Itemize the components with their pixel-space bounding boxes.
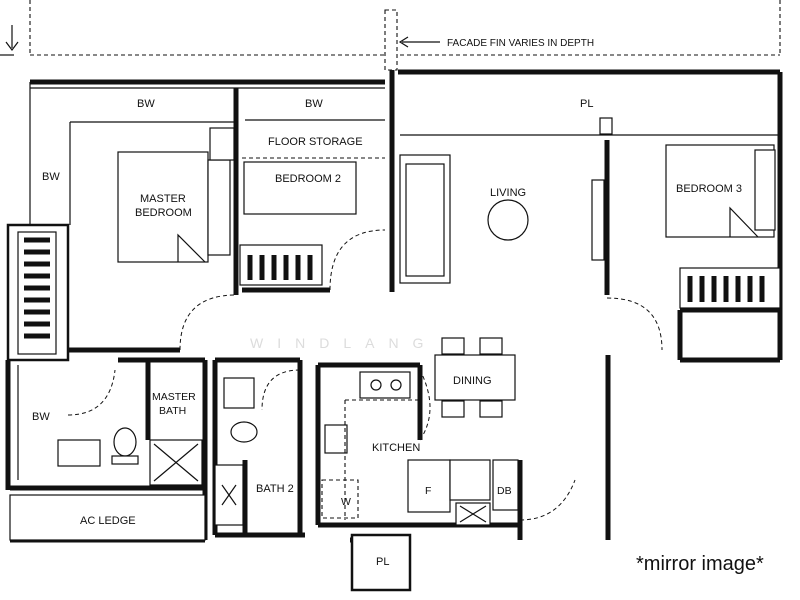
label-master-bedroom-1: MASTER xyxy=(140,193,186,205)
bedroom-2-bed xyxy=(243,161,357,215)
top-planter-strip xyxy=(30,69,780,136)
dining-chair-3 xyxy=(441,400,465,418)
bedroom-3-bed-side xyxy=(754,149,776,231)
bedroom-2-walls xyxy=(242,157,385,293)
master-bath-door-swing xyxy=(67,369,116,416)
master-bath-shower-drain xyxy=(153,443,199,482)
footnote-mirror-image: *mirror image* xyxy=(636,553,764,575)
bath-2-door-swing xyxy=(261,369,301,411)
facade-outline xyxy=(29,0,781,71)
top-left-arrow xyxy=(0,25,19,56)
tv-console xyxy=(591,179,605,261)
label-bw-top-left: BW xyxy=(137,98,155,110)
ac-ledge-box xyxy=(9,494,206,541)
master-bedroom-walls xyxy=(68,88,239,353)
bedroom-3-wardrobe xyxy=(679,267,781,309)
dining-table xyxy=(434,354,516,401)
db-box xyxy=(492,459,519,511)
kitchen-cabinet xyxy=(449,459,491,501)
bedroom-3-walls xyxy=(604,72,783,360)
column-marker xyxy=(599,117,613,135)
living-sofa-seat xyxy=(405,163,445,277)
label-master-bath-1: MASTER xyxy=(152,391,196,403)
label-bw-left: BW xyxy=(42,171,60,183)
bath-2-shower-drain xyxy=(221,484,237,506)
label-bedroom-3: BEDROOM 3 xyxy=(676,183,742,195)
master-wardrobe xyxy=(209,127,235,161)
kitchen-fridge xyxy=(407,459,451,513)
bedroom-3-wardrobe-hangers xyxy=(687,276,765,302)
lower-right-walls xyxy=(605,310,780,540)
label-master-bedroom-2: BEDROOM xyxy=(135,207,192,219)
label-kitchen: KITCHEN xyxy=(372,442,420,454)
label-dining: DINING xyxy=(453,375,492,387)
bedroom-3-pillow xyxy=(729,206,759,238)
kitchen-burner-left xyxy=(370,379,382,391)
watermark: WINDLANG xyxy=(250,335,437,351)
facade-note-arrow xyxy=(398,36,440,48)
main-door-swing xyxy=(519,479,576,521)
kitchen-sink xyxy=(324,424,348,454)
bedroom-2-wardrobe-hangers xyxy=(247,255,313,280)
label-pl-bottom: PL xyxy=(376,556,389,568)
master-bath-sink xyxy=(57,439,101,467)
dining-chair-2 xyxy=(479,337,503,355)
kitchen-washer-box xyxy=(321,479,359,519)
label-db: DB xyxy=(497,485,512,497)
master-bath-toilet xyxy=(113,427,137,457)
master-bed-pillow xyxy=(177,233,206,263)
label-bedroom-2: BEDROOM 2 xyxy=(275,173,341,185)
label-pl-top: PL xyxy=(580,98,593,110)
kitchen-stove xyxy=(359,371,411,399)
label-bw-bottom-left: BW xyxy=(32,411,50,423)
dining-chair-1 xyxy=(441,337,465,355)
label-washer: W xyxy=(341,496,351,508)
label-floor-storage: FLOOR STORAGE xyxy=(268,136,363,148)
bath-2-toilet xyxy=(230,421,258,443)
living-coffee-table xyxy=(487,199,529,241)
bedroom-2-door-swing xyxy=(329,229,386,291)
master-bed xyxy=(117,151,209,263)
label-bw-top-mid: BW xyxy=(305,98,323,110)
label-living: LIVING xyxy=(490,187,526,199)
master-bed-side xyxy=(207,159,231,256)
bottom-planter xyxy=(350,533,412,592)
label-ac-ledge: AC LEDGE xyxy=(80,515,136,527)
dining-chair-4 xyxy=(479,400,503,418)
facade-note: FACADE FIN VARIES IN DEPTH xyxy=(447,38,594,49)
kitchen-shower-drain xyxy=(459,505,487,523)
left-louvres xyxy=(24,237,50,339)
label-bath-2: BATH 2 xyxy=(256,483,294,495)
label-master-bath-2: BATH xyxy=(159,405,186,417)
label-fridge: F xyxy=(425,485,431,497)
master-bedroom-door-swing xyxy=(179,294,237,351)
master-bath-toilet-tank xyxy=(111,455,139,465)
kitchen-burner-right xyxy=(390,379,402,391)
bedroom-3-door-swing xyxy=(606,297,663,351)
kitchen-door-swing xyxy=(419,369,431,441)
bath-2-sink xyxy=(223,377,255,409)
